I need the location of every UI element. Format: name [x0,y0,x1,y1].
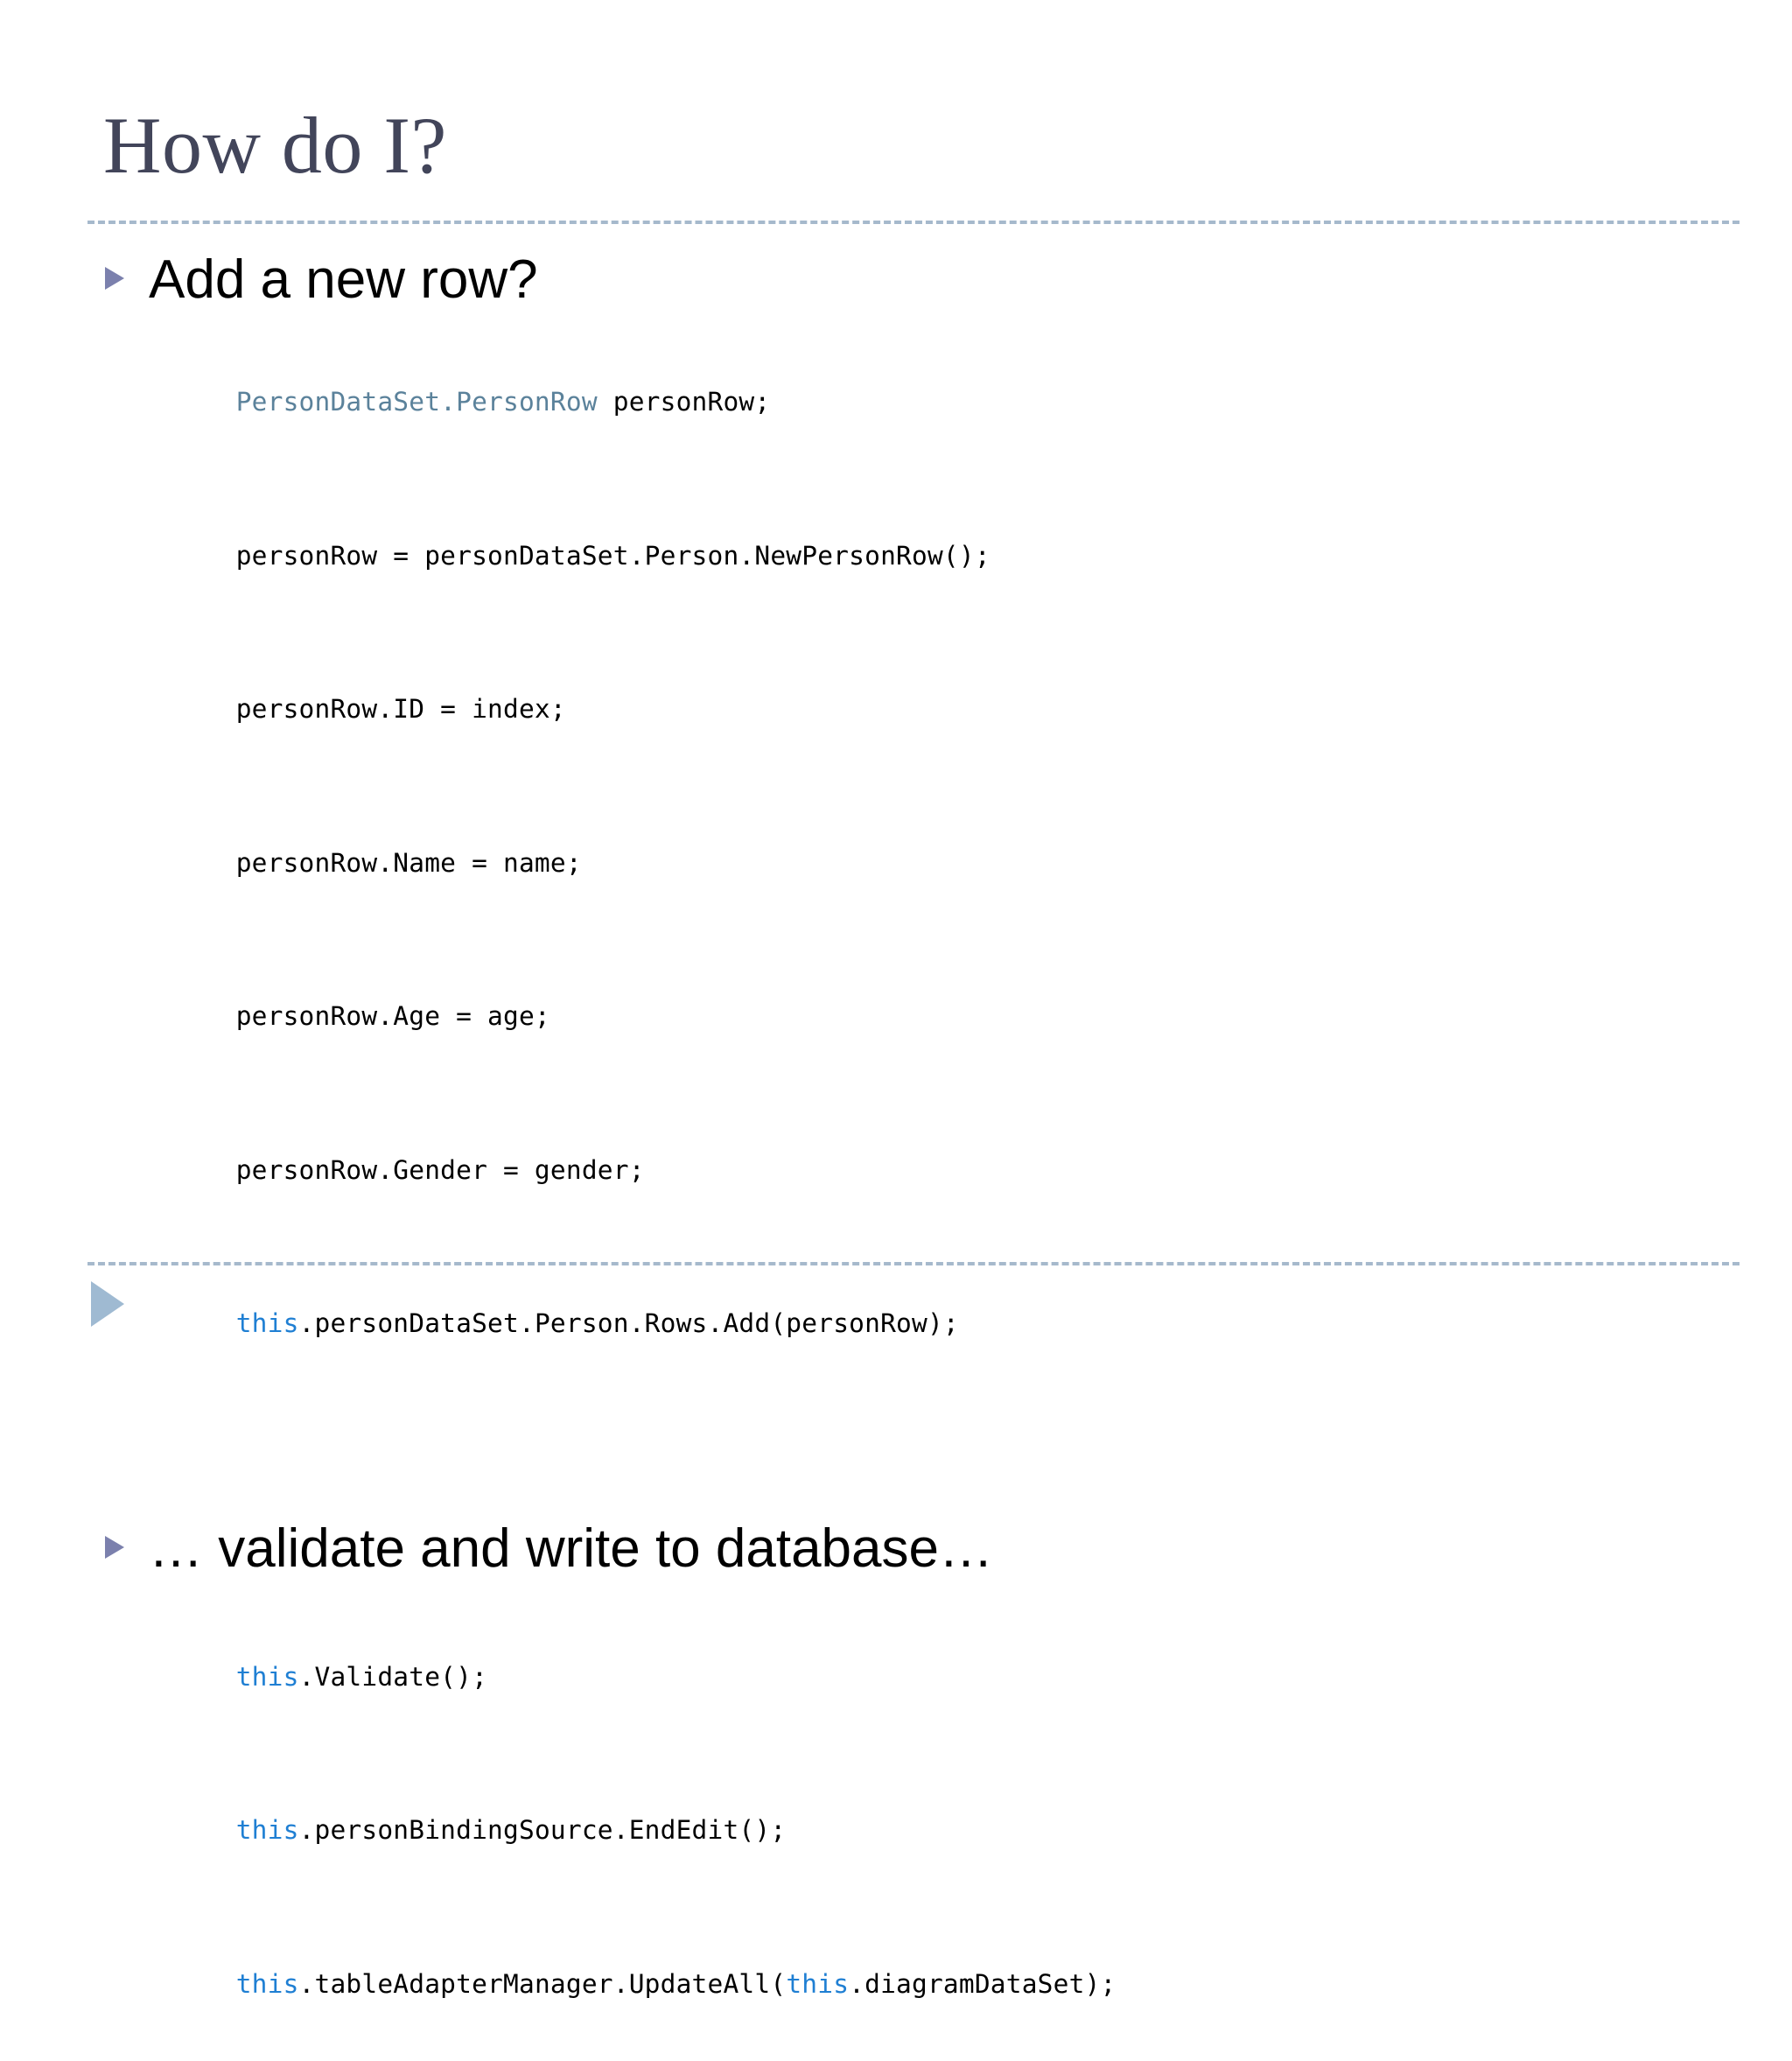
code-token-type: PersonDataSet.PersonRow [235,387,598,417]
section-spacer [103,1400,1740,1518]
code-token-plain: .tableAdapterManager.UpdateAll( [298,1968,787,1999]
page-title: How do I? [103,101,447,190]
code-line: personRow.ID = index; [110,633,1740,787]
code-line: this.tableAdapterManager.UpdateAll(this.… [110,1907,1740,2061]
code-line: this.Validate(); [110,1600,1740,1754]
code-block-validate-write: this.Validate(); this.personBindingSourc… [103,1600,1740,2061]
code-line: personRow.Name = name; [110,786,1740,940]
slide-body: Add a new row? PersonDataSet.PersonRow p… [103,249,1740,2061]
code-token-plain: .personBindingSource.EndEdit(); [298,1815,787,1846]
code-token-keyword: this [235,1308,299,1339]
code-token-plain: personRow = personDataSet.Person.NewPers… [235,540,990,571]
code-line: personRow = personDataSet.Person.NewPers… [110,479,1740,633]
code-token-keyword: this [235,1815,299,1846]
code-line: PersonDataSet.PersonRow personRow; [110,326,1740,480]
triangle-right-icon [103,264,126,292]
code-line: personRow.Gender = gender; [110,1093,1740,1247]
code-token-plain: personRow.Name = name; [235,847,582,878]
footer-divider-bottom [88,1262,1740,1265]
bullet-label: Add a new row? [149,249,538,310]
slide-canvas: How do I? Add a new row? PersonDataSet.P… [88,101,1740,1999]
code-token-plain: .personDataSet.Person.Rows.Add(personRow… [298,1308,959,1339]
code-token-plain: personRow; [597,387,771,417]
code-line: personRow.Age = age; [110,940,1740,1094]
bullet-label: … validate and write to database… [149,1518,993,1580]
triangle-right-icon [103,1533,126,1561]
code-token-plain: .diagramDataSet); [849,1968,1116,1999]
code-block-add-row: PersonDataSet.PersonRow personRow; perso… [103,326,1740,1401]
code-token-plain: personRow.ID = index; [235,694,566,725]
code-token-plain: personRow.Gender = gender; [235,1154,645,1185]
code-token-plain: .Validate(); [298,1661,488,1692]
bullet-item-validate-write: … validate and write to database… [103,1518,1740,1581]
code-token-keyword: this [235,1968,299,1999]
code-line: this.personBindingSource.EndEdit(); [110,1754,1740,1908]
bullet-item-add-new-row: Add a new row? [103,249,1740,312]
code-line: this.personDataSet.Person.Rows.Add(perso… [110,1247,1740,1401]
play-triangle-icon[interactable] [88,1279,128,1328]
code-token-keyword: this [235,1661,299,1692]
title-divider-top [88,221,1740,224]
code-token-plain: personRow.Age = age; [235,1001,550,1032]
code-token-keyword: this [786,1968,850,1999]
